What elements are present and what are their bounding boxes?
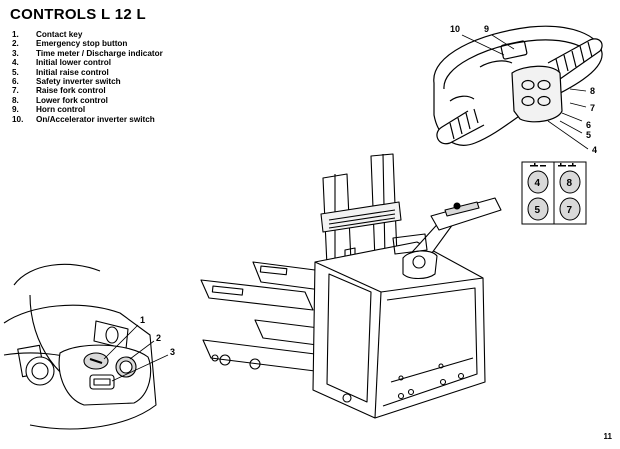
legend-item: 3. Time meter / Discharge indicator <box>12 49 163 58</box>
panel-label-8: 8 <box>567 178 573 189</box>
legend-label: Safety inverter switch <box>36 77 121 87</box>
page-title: CONTROLS L 12 L <box>10 6 146 23</box>
legend-number: 10. <box>12 114 24 124</box>
legend-number: 9. <box>12 105 19 115</box>
panel-label-7: 7 <box>567 205 573 216</box>
legend-number: 4. <box>12 58 19 68</box>
callout-4: 4 <box>592 145 597 155</box>
legend-item: 1. Contact key <box>12 30 163 39</box>
legend-label: Initial lower control <box>36 58 112 68</box>
legend-label: Lower fork control <box>36 95 108 105</box>
initial-raise-button[interactable] <box>527 197 549 221</box>
callout-3: 3 <box>170 347 175 357</box>
callout-2: 2 <box>156 333 161 343</box>
legend-item: 4. Initial lower control <box>12 58 163 67</box>
legend-label: Contact key <box>36 30 83 39</box>
legend-number: 5. <box>12 67 19 77</box>
legend-label: On/Accelerator inverter switch <box>36 114 155 124</box>
legend-item: 7. Raise fork control <box>12 86 163 95</box>
callout-5: 5 <box>586 130 591 140</box>
page-number: 11 <box>603 432 612 441</box>
legend-item: 10. On/Accelerator inverter switch <box>12 115 163 124</box>
legend-item: 8. Lower fork control <box>12 96 163 105</box>
legend-item: 5. Initial raise control <box>12 68 163 77</box>
legend-number: 8. <box>12 95 19 105</box>
legend-label: Raise fork control <box>36 86 106 96</box>
legend-label: Emergency stop button <box>36 39 128 49</box>
legend-label: Horn control <box>36 105 86 115</box>
callout-1: 1 <box>140 315 145 325</box>
lower-fork-button[interactable] <box>559 170 581 194</box>
key-panel-detail: 1 2 3 <box>3 263 175 430</box>
legend-item: 2. Emergency stop button <box>12 39 163 48</box>
callout-10: 10 <box>450 24 460 34</box>
lift-indicator-icons <box>530 163 576 167</box>
legend-item: 6. Safety inverter switch <box>12 77 163 86</box>
callout-7: 7 <box>590 103 595 113</box>
legend-label: Initial raise control <box>36 67 109 77</box>
legend-label: Time meter / Discharge indicator <box>36 48 163 58</box>
callout-9: 9 <box>484 24 489 34</box>
legend-number: 6. <box>12 77 19 87</box>
legend-number: 3. <box>12 48 19 58</box>
button-panel-detail: 4 8 5 7 <box>521 161 587 225</box>
panel-label-5: 5 <box>535 205 541 216</box>
controls-legend: 1. Contact key 2. Emergency stop button 3.… <box>12 30 163 124</box>
panel-label-4: 4 <box>535 178 541 189</box>
raise-fork-button[interactable] <box>559 197 581 221</box>
callout-8: 8 <box>590 86 595 96</box>
legend-number: 1. <box>12 30 19 39</box>
legend-item: 9. Horn control <box>12 105 163 114</box>
tiller-head-diagram: 10 9 8 7 6 5 4 <box>433 24 603 155</box>
legend-number: 2. <box>12 39 19 49</box>
initial-lower-button[interactable] <box>527 170 549 194</box>
pallet-truck-illustration <box>200 153 502 419</box>
legend-number: 7. <box>12 86 19 96</box>
callout-6: 6 <box>586 120 591 130</box>
